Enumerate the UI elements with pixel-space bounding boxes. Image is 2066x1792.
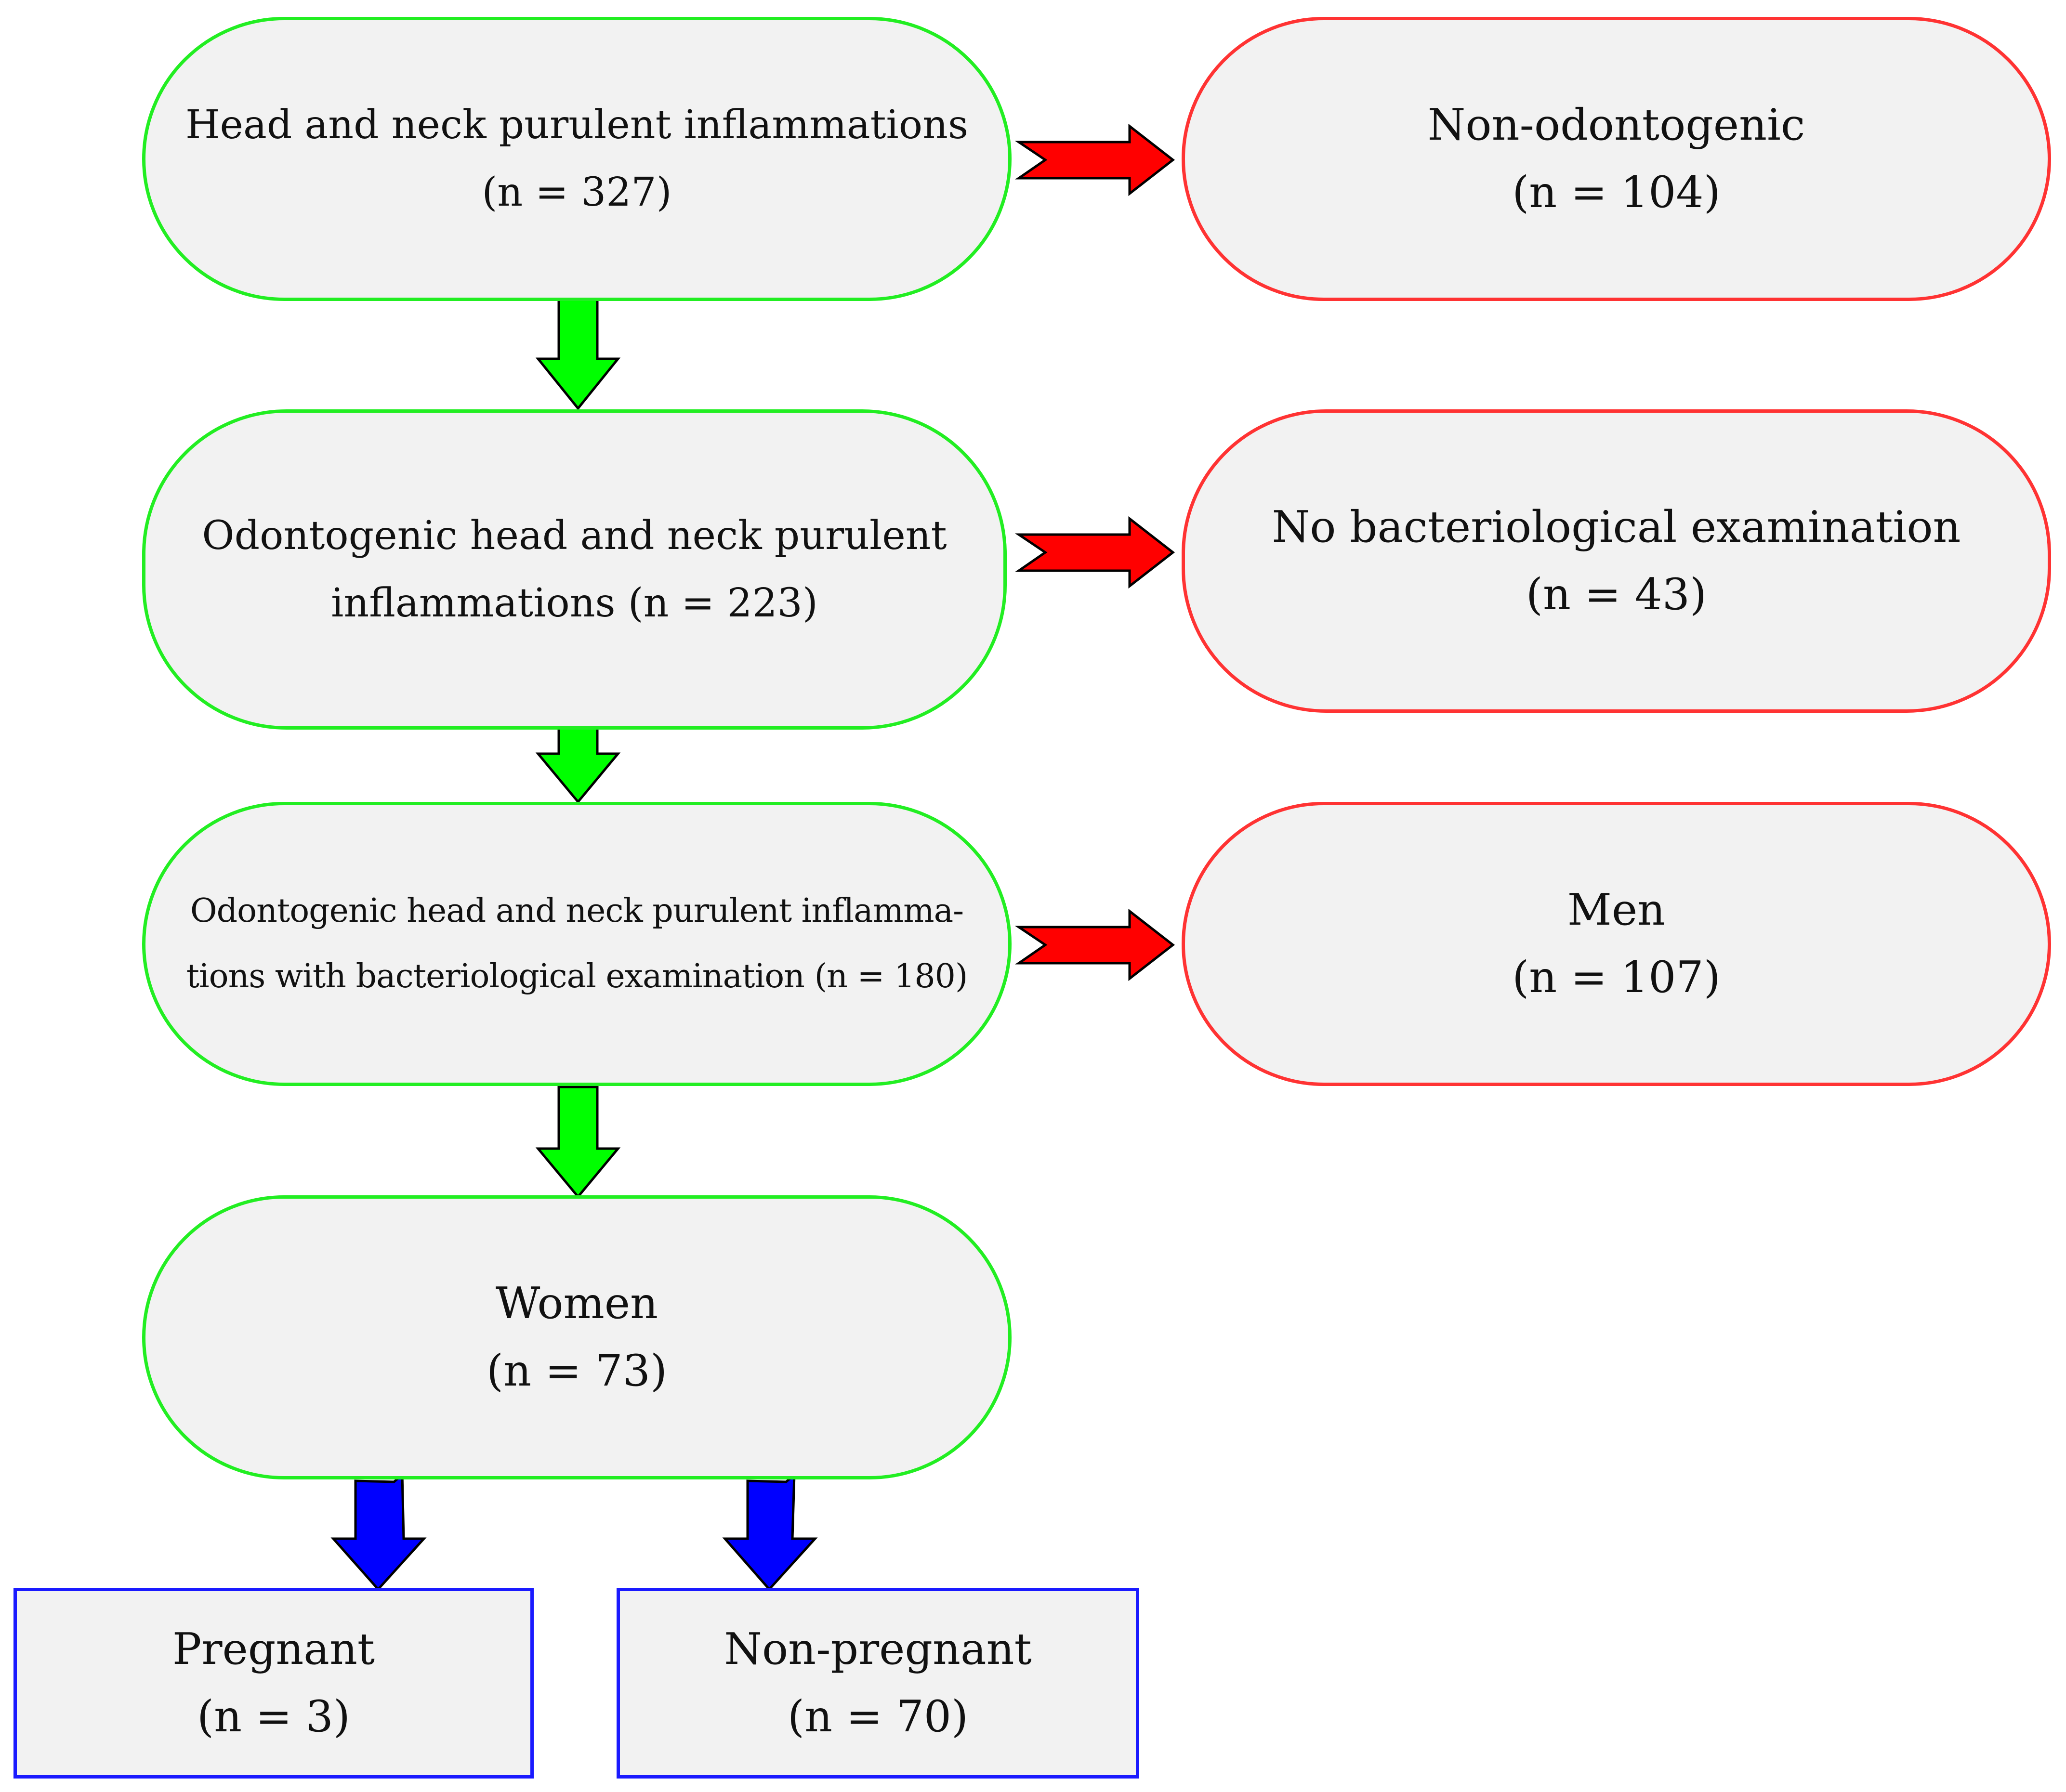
node-head-neck-inflammations: Head and neck purulent inflammations (n … xyxy=(142,17,1012,301)
node-non-pregnant-title: Non-pregnant xyxy=(724,1624,1032,1674)
node-odontogenic-count: inflammations (n = 223) xyxy=(331,580,818,626)
node-odontogenic-bact-line2: tions with bacteriological examination (… xyxy=(186,957,968,995)
node-head-neck-count: (n = 327) xyxy=(482,170,672,215)
node-men-count: (n = 107) xyxy=(1512,952,1721,1003)
arrow-split-pregnant xyxy=(330,1472,427,1591)
node-non-pregnant: Non-pregnant (n = 70) xyxy=(617,1588,1139,1779)
arrow-down-3 xyxy=(535,1086,621,1199)
node-men-title: Men xyxy=(1567,885,1666,935)
arrow-right-3 xyxy=(1014,908,1175,981)
node-head-neck-title: Head and neck purulent inflammations xyxy=(185,102,969,148)
node-non-odontogenic-title: Non-odontogenic xyxy=(1427,100,1805,150)
node-odontogenic-title: Odontogenic head and neck purulent xyxy=(202,512,947,559)
node-women: Women (n = 73) xyxy=(142,1195,1012,1479)
arrow-right-1 xyxy=(1014,123,1175,196)
node-no-bacteriological: No bacteriological examination (n = 43) xyxy=(1182,409,2051,713)
arrow-right-2 xyxy=(1014,516,1175,589)
arrow-down-1 xyxy=(535,297,621,410)
node-pregnant-count: (n = 3) xyxy=(197,1691,351,1742)
node-women-count: (n = 73) xyxy=(486,1346,668,1396)
node-non-pregnant-count: (n = 70) xyxy=(787,1691,969,1742)
node-pregnant: Pregnant (n = 3) xyxy=(13,1588,534,1779)
node-non-odontogenic: Non-odontogenic (n = 104) xyxy=(1182,17,2051,301)
node-men: Men (n = 107) xyxy=(1182,802,2051,1086)
node-odontogenic-bacteriological: Odontogenic head and neck purulent infla… xyxy=(142,802,1012,1086)
node-women-title: Women xyxy=(495,1278,658,1329)
node-odontogenic-inflammations: Odontogenic head and neck purulent infla… xyxy=(142,409,1007,730)
node-pregnant-title: Pregnant xyxy=(172,1624,375,1674)
arrow-split-non-pregnant xyxy=(722,1472,818,1591)
node-no-bact-title: No bacteriological examination xyxy=(1272,502,1961,552)
node-non-odontogenic-count: (n = 104) xyxy=(1512,167,1721,218)
node-odontogenic-bact-line1: Odontogenic head and neck purulent infla… xyxy=(190,892,964,930)
node-no-bact-count: (n = 43) xyxy=(1526,569,1707,620)
